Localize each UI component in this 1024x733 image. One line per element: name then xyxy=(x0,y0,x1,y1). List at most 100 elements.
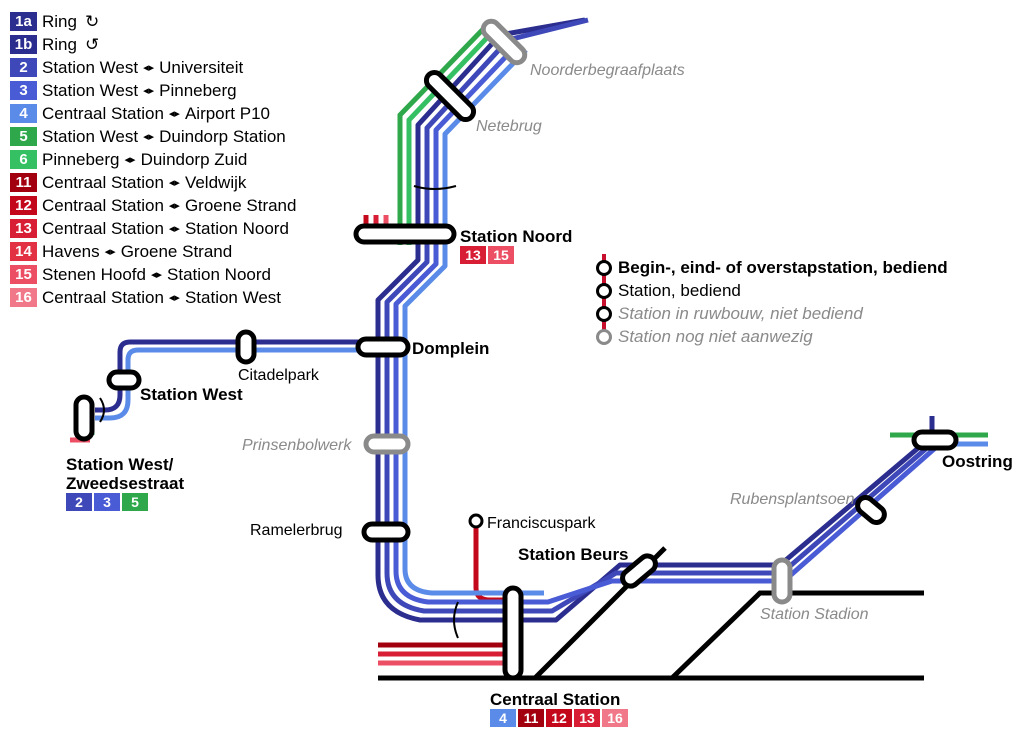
line-badge: 6 xyxy=(10,150,37,169)
line-badge: 4 xyxy=(10,104,37,123)
legend-from: Centraal Station xyxy=(42,103,164,123)
label-station-west: Station West xyxy=(140,385,243,404)
double-arrow-icon: ◂▸ xyxy=(143,85,155,97)
station-labels: Noorderbegraafplaats Netebrug Station No… xyxy=(66,62,1013,709)
clockwise-icon: ↻ xyxy=(84,11,100,31)
route-chip: 15 xyxy=(488,246,514,264)
station-marker-oostring xyxy=(911,429,959,451)
label-oostring: Oostring xyxy=(942,452,1013,471)
line-badge: 12 xyxy=(10,196,37,215)
label-ramelerbrug: Ramelerbrug xyxy=(250,522,342,539)
legend-from: Centraal Station xyxy=(42,195,164,215)
legend-from: Station West xyxy=(42,80,139,100)
line-badge: 1a xyxy=(10,12,37,31)
legend-to: Station Noord xyxy=(184,218,289,238)
label-domplein: Domplein xyxy=(412,339,489,358)
route-chip: 4 xyxy=(490,709,516,727)
line-badge: 15 xyxy=(10,265,37,284)
double-arrow-icon: ◂▸ xyxy=(168,200,180,212)
legend-to: Airport P10 xyxy=(184,103,270,123)
legend-row-4: 4 Centraal Station ◂▸ Airport P10 xyxy=(10,102,296,125)
line-badge: 1b xyxy=(10,35,37,54)
station-marker-ramelerbrug xyxy=(361,521,411,543)
red-tram-lines xyxy=(70,215,510,666)
station-marker-station-stadion xyxy=(771,557,793,605)
legend-to: Duindorp Station xyxy=(159,126,286,146)
route-chip: 3 xyxy=(94,493,120,511)
legend-to: Groene Strand xyxy=(120,241,233,261)
double-arrow-icon: ◂▸ xyxy=(168,177,180,189)
legend-row-3: 3 Station West ◂▸ Pinneberg xyxy=(10,79,296,102)
label-noorderbegraafplaats: Noorderbegraafplaats xyxy=(530,62,685,79)
route-chip: 13 xyxy=(574,709,600,727)
legend-row-5: 5 Station West ◂▸ Duindorp Station xyxy=(10,125,296,148)
station-marker-prinsenbolwerk xyxy=(363,433,411,455)
label-citadelpark: Citadelpark xyxy=(238,367,320,384)
label-station-west-zweedsestraat-1: Station West/ xyxy=(66,455,174,474)
station-type-key: Begin-, eind- of overstapstation, bedien… xyxy=(592,254,948,348)
served-station-icon xyxy=(596,283,612,299)
construction-station-icon xyxy=(596,306,612,322)
label-franciscuspark: Franciscuspark xyxy=(487,515,596,532)
line-badge: 16 xyxy=(10,288,37,307)
legend-from: Centraal Station xyxy=(42,218,164,238)
legend-from: Stenen Hoofd xyxy=(42,264,146,284)
legend-to: Veldwijk xyxy=(184,172,247,192)
station-marker-station-beurs xyxy=(620,553,658,589)
line-badge: 2 xyxy=(10,58,37,77)
double-arrow-icon: ◂▸ xyxy=(143,131,155,143)
double-arrow-icon: ◂▸ xyxy=(150,269,163,281)
legend-row-15: 15 Stenen Hoofd ◂▸ Station Noord xyxy=(10,263,296,286)
legend-from: Station West xyxy=(42,126,139,146)
legend-to: Station Noord xyxy=(167,264,271,284)
double-arrow-icon: ◂▸ xyxy=(143,62,155,74)
legend-from: Havens xyxy=(42,241,100,261)
legend-to: Groene Strand xyxy=(184,195,297,215)
label-station-beurs: Station Beurs xyxy=(518,545,629,564)
legend-to: Pinneberg xyxy=(159,80,237,100)
route-chip: 5 xyxy=(122,493,148,511)
label-netebrug: Netebrug xyxy=(476,118,542,135)
double-arrow-icon: ◂▸ xyxy=(124,154,136,166)
station-marker-rubensplantsoen xyxy=(855,495,887,525)
legend-row-12: 12 Centraal Station ◂▸ Groene Strand xyxy=(10,194,296,217)
double-arrow-icon: ◂▸ xyxy=(168,108,180,120)
label-rubensplantsoen: Rubensplantsoen xyxy=(730,491,855,508)
route-chip: 2 xyxy=(66,493,92,511)
route-chip: 11 xyxy=(518,709,544,727)
label-prinsenbolwerk: Prinsenbolwerk xyxy=(242,437,352,454)
route-chip: 12 xyxy=(546,709,572,727)
station-markers xyxy=(73,18,959,681)
not-present-station-icon xyxy=(596,329,612,345)
line-badge: 14 xyxy=(10,242,37,261)
key-transfer: Begin-, eind- of overstapstation, bedien… xyxy=(592,254,948,281)
counterclockwise-icon: ↺ xyxy=(84,34,100,54)
label-station-west-zweedsestraat-2: Zweedsestraat xyxy=(66,474,184,493)
route-chip: 13 xyxy=(460,246,486,264)
legend-from: Centraal Station xyxy=(42,172,164,192)
station-marker-domplein xyxy=(355,336,411,358)
line-badge: 3 xyxy=(10,81,37,100)
station-marker-franciscuspark xyxy=(468,513,484,529)
label-station-stadion: Station Stadion xyxy=(760,606,869,623)
station-marker-netebrug xyxy=(423,69,477,123)
label-centraal-station: Centraal Station xyxy=(490,690,620,709)
track-brackets xyxy=(99,185,459,639)
station-marker-noorderbegraafplaats xyxy=(480,18,528,66)
legend-from: Station West xyxy=(42,57,139,77)
station-marker-station-west xyxy=(106,369,142,391)
double-arrow-icon: ◂▸ xyxy=(168,292,180,304)
line-badge: 5 xyxy=(10,127,37,146)
key-under-construction: Station in ruwbouw, niet bediend xyxy=(592,300,948,327)
